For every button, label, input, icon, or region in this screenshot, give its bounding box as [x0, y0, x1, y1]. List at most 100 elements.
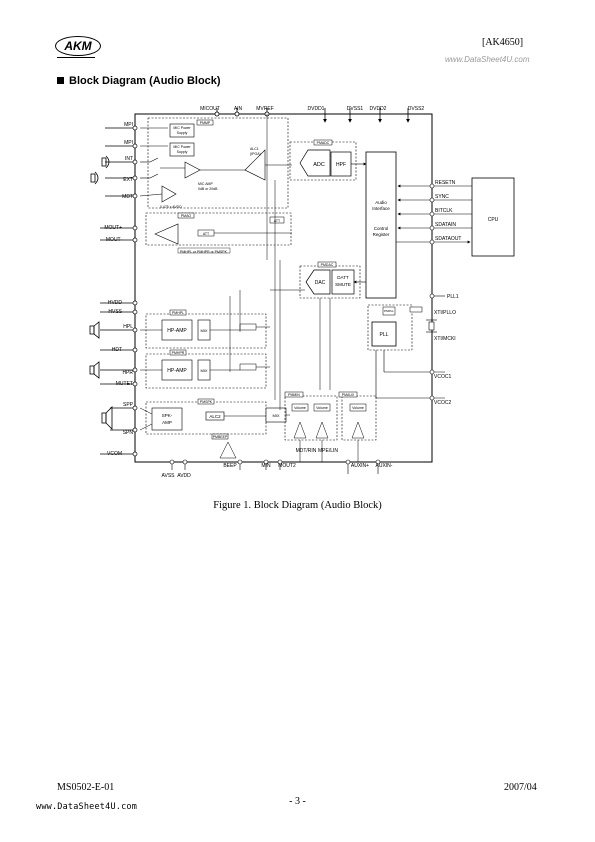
pin-avss: AVSS — [162, 473, 176, 479]
pin-spp: SPP — [123, 402, 134, 408]
volume-1 — [291, 403, 309, 412]
min-section — [284, 395, 338, 441]
alc1-ipga-label: (IPGA) — [250, 152, 261, 156]
pin-beep: BEEP — [223, 463, 237, 469]
datt-label-2: SMUTE — [335, 282, 351, 287]
mix-left-label: MIX — [200, 328, 207, 333]
pin-dvss1: DVSS1 — [347, 106, 364, 112]
pin-xti-mcki: XTI/MCKI — [434, 336, 456, 342]
pin-dvdd2: DVDD2 — [370, 106, 387, 112]
mic-amp-triangle — [184, 161, 201, 179]
cpu-label: CPU — [488, 217, 499, 223]
tag-pmbeep — [211, 433, 229, 440]
mic-switches — [139, 127, 185, 197]
internal-wiring — [139, 114, 359, 462]
mic-power-supply-1 — [169, 123, 195, 138]
spk-amp — [151, 407, 183, 431]
tag-pm-combined-label: PMHPL or PMHPR or PMSPK — [180, 250, 228, 254]
pin-mpi-2: MPI — [124, 140, 133, 146]
pin-vcoc2: VCOC2 — [434, 400, 451, 406]
mic-power-supply-2 — [169, 142, 195, 157]
section-title: Block Diagram (Audio Block) — [69, 75, 221, 87]
tag-pmaux — [338, 391, 358, 398]
watermark-top: www.DataSheet4U.com — [445, 55, 530, 64]
mic-power-1-label2: Supply — [177, 131, 188, 135]
tag-pm-combined — [177, 247, 231, 254]
top-pins — [214, 108, 410, 123]
volume-3-label: Volume — [352, 406, 364, 410]
pin-mvref: MVREF — [256, 106, 274, 112]
pin-avdd: AVDD — [177, 473, 191, 479]
alc2-label: ALC2 — [209, 414, 221, 419]
headphone-left-icon — [89, 325, 95, 335]
pin-hpl: HPL — [123, 324, 133, 330]
hp-amp-right-label: HP-AMP — [167, 368, 187, 374]
volume-3 — [349, 403, 367, 412]
att-mout-2-label: ATT — [274, 219, 281, 223]
tag-pmmin — [284, 391, 304, 398]
tag-pmadc — [313, 139, 333, 146]
audio-if-label-4: Register — [373, 232, 390, 237]
footer-date: 2007/04 — [504, 782, 537, 793]
pin-sync: SYNC — [435, 194, 449, 200]
dac-block — [305, 269, 331, 295]
vref-buffer-triangle — [161, 185, 177, 203]
pin-mdt-rin: MDT/RIN — [296, 448, 317, 454]
att-mout-2 — [269, 216, 285, 224]
tag-pmmp — [196, 119, 214, 126]
pin-micout: MICOUT — [200, 106, 220, 112]
tag-pmadc-label: PMADC — [317, 141, 330, 145]
mix-right-label: MIX — [200, 368, 207, 373]
logo-underline — [57, 57, 95, 58]
bottom-pin-labels: AVSS AVDD BEEP MIN MOUT2 MDT/RIN MPE/LIN… — [162, 448, 393, 479]
pll-block — [371, 321, 397, 347]
pin-mpe-lin: MPE/LIN — [318, 448, 338, 454]
pin-xti-pllo: XTI/PLLO — [434, 310, 456, 316]
tag-pmdac-label: PMDAC — [321, 263, 334, 267]
hp-left-section — [145, 313, 267, 349]
tag-pmhpl — [169, 309, 187, 316]
audio-if-label-2: Interface — [372, 206, 390, 211]
audio-if-label-1: Audio — [375, 200, 387, 205]
crystal-icon — [428, 321, 435, 331]
mout-amp — [154, 223, 179, 245]
pin-min: MIN — [261, 463, 271, 469]
top-pin-labels: MICOUT AIN MVREF DVDD1 DVSS1 DVDD2 DVSS2 — [200, 106, 424, 112]
chip-outline — [134, 113, 433, 463]
pin-hdt: HDT — [112, 347, 122, 353]
sw-right — [239, 363, 257, 371]
footer-doc-number: MS0502-E-01 — [57, 782, 115, 793]
tag-pmdac — [317, 261, 337, 268]
speaker-icon — [101, 412, 107, 424]
pll-section — [367, 304, 413, 351]
pin-ext: EXT — [123, 177, 133, 183]
volume-2-label: Volume — [316, 406, 328, 410]
aux-section — [341, 395, 377, 441]
sw-left — [239, 323, 257, 331]
cpu-bus — [396, 183, 472, 245]
page-number: - 3 - — [289, 796, 306, 807]
beep-buffer — [219, 441, 237, 459]
document-id: [AK4650] — [482, 37, 524, 48]
adc-block — [299, 149, 331, 177]
section-heading: Block Diagram (Audio Block) — [57, 75, 221, 87]
microphone-icon — [101, 157, 107, 167]
pin-mdt: MDT — [122, 194, 133, 200]
audio-interface-block — [365, 151, 397, 299]
pin-hvdd: HVDD — [108, 300, 123, 306]
pin-ain: AIN — [234, 106, 243, 112]
volume-1-label: Volume — [294, 406, 306, 410]
tag-pmmin-label: PMMIN — [288, 393, 300, 397]
pin-pll1: PLL1 — [447, 294, 459, 300]
datt-label-1: DATT — [337, 275, 349, 280]
pin-spn: SPN — [123, 430, 134, 436]
right-pin-labels: RESETN SYNC BITCLK SDATAIN SDATAOUT PLL1… — [434, 180, 461, 406]
mic-power-2-label2: Supply — [177, 150, 188, 154]
mout-section — [145, 212, 292, 246]
adc-label: ADC — [313, 162, 325, 168]
pin-bitclk: BITCLK — [435, 208, 453, 214]
pin-auxin-plus: AUXIN+ — [351, 463, 369, 469]
left-pin-labels: MPI MPI INT EXT MDT MOUT+ MOUT- HVDD HVS… — [104, 122, 133, 457]
tag-pmaux-label: PMAUX — [342, 393, 355, 397]
mic-amp-label: MIC AMP — [198, 182, 213, 186]
